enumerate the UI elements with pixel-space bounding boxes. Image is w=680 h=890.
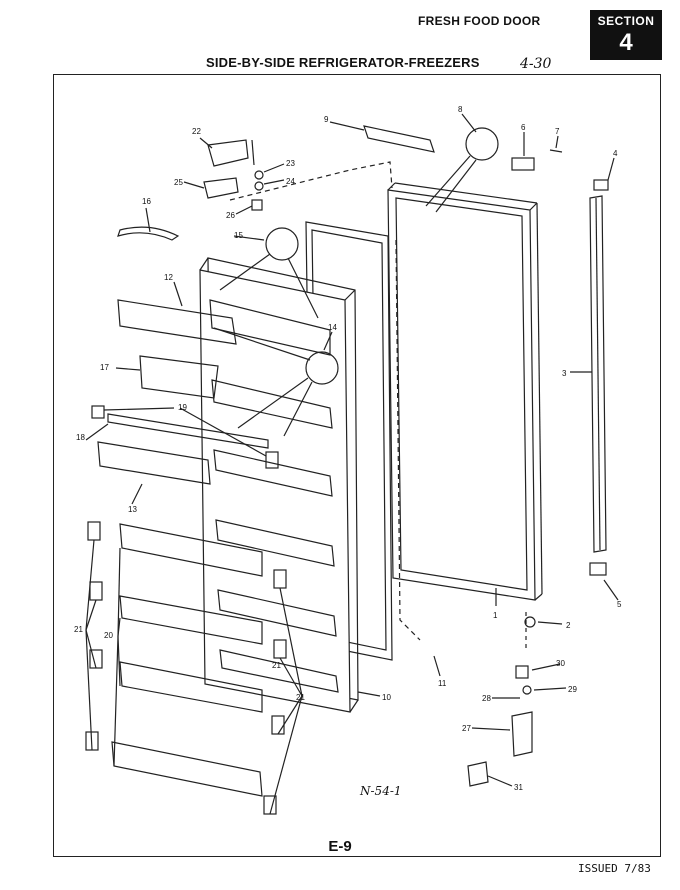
callout-17: 17 [100,363,109,372]
outer-door-panel-inner [395,197,528,591]
hinge-bushing [254,181,264,191]
bottom-hinge [511,711,533,757]
detail-circle-15 [265,227,299,261]
callout-15: 15 [234,231,243,240]
callout-7: 7 [555,127,560,136]
callout-13: 13 [128,505,137,514]
door-trim-strip [589,195,607,553]
shelf-12 [117,299,237,345]
detail-circle-14 [305,351,339,385]
issued-date: ISSUED 7/83 [578,862,651,875]
top-hinge [207,139,249,167]
callout-3: 3 [562,369,567,378]
shelf-20-a [119,523,263,577]
top-end-cap [593,179,609,191]
callout-21-right: 21 [296,693,305,702]
hinge-nut [251,199,263,211]
callout-18: 18 [76,433,85,442]
callout-10: 10 [382,693,391,702]
handwritten-page-note: 4-30 [520,56,552,72]
callout-14: 14 [328,323,337,332]
diagram-frame [53,74,661,857]
callout-20: 20 [104,631,113,640]
shelf-clip [89,581,103,601]
callout-12: 12 [164,273,173,282]
plug-2 [524,616,536,628]
callout-9: 9 [324,115,329,124]
shelf-20-c [119,661,263,713]
dairy-bin [139,355,219,399]
door-liner-front [199,269,351,713]
header-subtitle: FRESH FOOD DOOR PARTS [418,14,541,30]
callout-23: 23 [286,159,295,168]
drawing-number: N-54-1 [360,784,402,798]
callout-16: 16 [142,197,151,206]
detail-circle-8 [465,127,499,161]
hinge-washer-bottom [522,685,532,695]
callout-31: 31 [514,783,523,792]
cam-block [511,157,535,171]
shelf-clip [91,405,105,419]
callout-30: 30 [556,659,565,668]
callout-19: 19 [178,403,187,412]
shelf-clip [87,521,101,541]
callout-28: 28 [482,694,491,703]
hinge-washer [254,170,264,180]
section-badge: SECTION 4 [590,10,662,60]
callout-26: 26 [226,211,235,220]
callout-4: 4 [613,149,618,158]
bracket-31 [467,761,489,787]
shelf-20-d [111,741,263,797]
shelf-clip [265,451,279,469]
shelf-13 [97,441,211,485]
callout-21-middle: 21 [272,661,281,670]
door-stop [363,125,435,153]
hinge-pin [515,665,529,679]
outer-door-panel [387,189,536,601]
bottom-end-cap [589,562,607,576]
callout-8: 8 [458,105,463,114]
callout-22: 22 [192,127,201,136]
callout-2: 2 [566,621,571,630]
section-number: 4 [619,29,633,56]
callout-27: 27 [462,724,471,733]
callout-25: 25 [174,178,183,187]
callout-11: 11 [438,679,447,688]
shelf-clip [271,715,285,735]
hinge-shim [203,177,239,199]
callout-5: 5 [617,600,622,609]
section-label: SECTION [597,14,655,28]
callout-6: 6 [521,123,526,132]
callout-labels: 1 2 3 4 5 6 7 8 9 10 11 12 13 14 15 16 1… [74,105,622,792]
page-code: E-9 [328,838,352,855]
callout-21-left: 21 [74,625,83,634]
page-title: SIDE-BY-SIDE REFRIGERATOR-FREEZERS [206,55,480,70]
callout-1: 1 [493,611,498,620]
shelf-20-b [119,595,263,645]
callout-24: 24 [286,177,295,186]
shelf-18 [107,413,269,449]
callout-29: 29 [568,685,577,694]
door-handle [117,226,180,241]
